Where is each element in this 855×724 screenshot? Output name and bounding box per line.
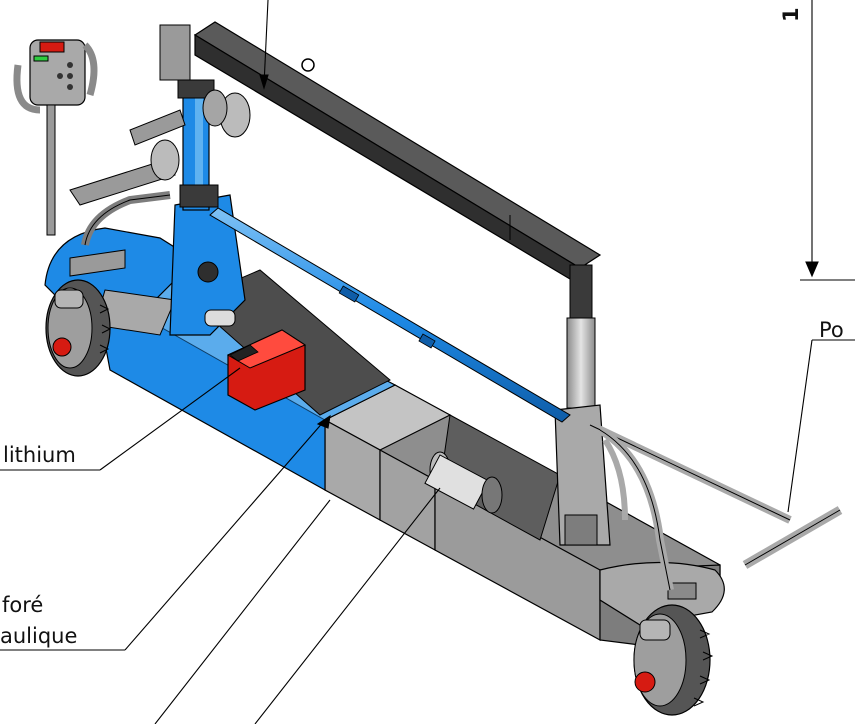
- tow-bar: [588, 421, 843, 591]
- callout-battery-label: lithium: [3, 443, 76, 467]
- callout-pole-label: Po: [819, 318, 844, 342]
- front-wheel: [45, 279, 112, 377]
- control-pendant: [13, 39, 98, 236]
- pulley-arm: [69, 24, 251, 206]
- dimension-label: 1: [779, 7, 803, 22]
- rear-mast: [554, 264, 611, 546]
- rear-wheel: [633, 604, 714, 716]
- battery: [226, 329, 307, 411]
- top-beam: [193, 21, 602, 287]
- callout-chassis-label-2: aulique: [0, 624, 77, 648]
- motor: [424, 451, 503, 514]
- front-mast: [169, 79, 246, 336]
- front-handle: [81, 191, 171, 246]
- callout-chassis-label-1: foré: [2, 593, 43, 617]
- connecting-tube: [209, 207, 571, 423]
- rear-deck-plate: [599, 561, 725, 626]
